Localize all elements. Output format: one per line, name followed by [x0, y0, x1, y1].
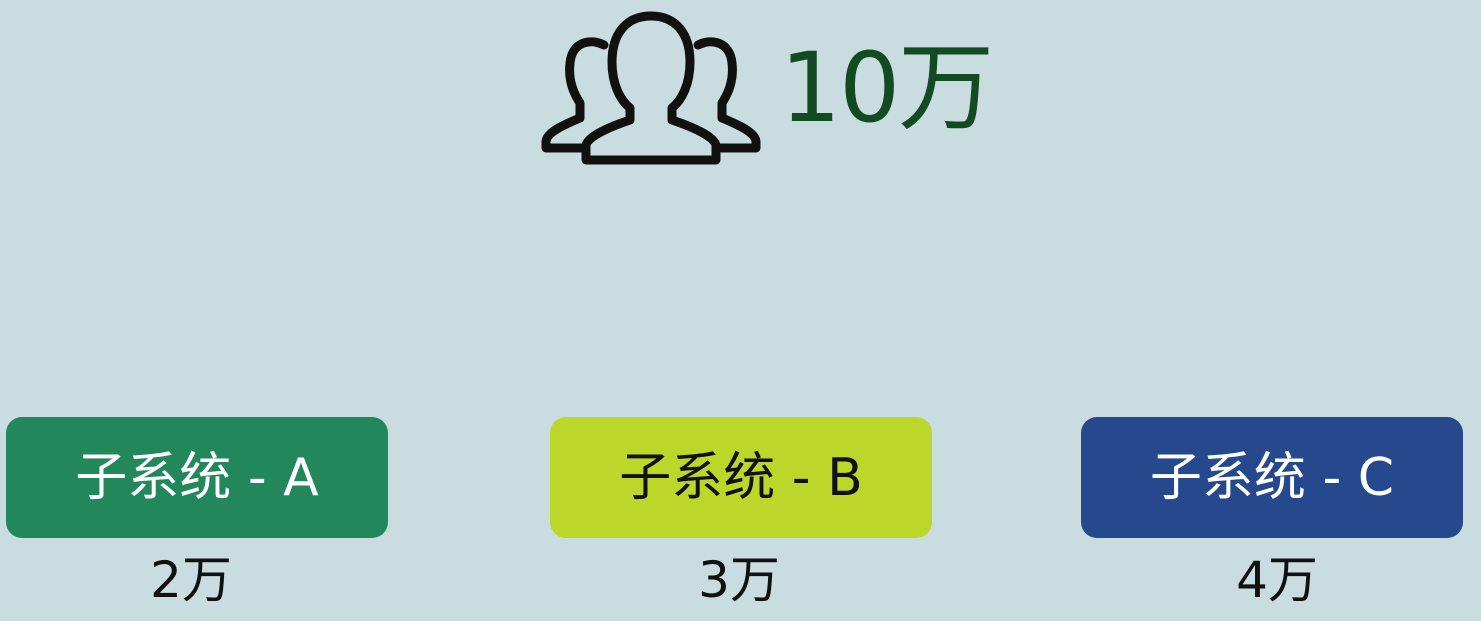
total-users-value: 10万 [780, 32, 994, 144]
subsystem-c-count: 4万 [1236, 551, 1318, 609]
subsystem-b-box: 子系统 - B [550, 417, 932, 538]
subsystem-b-label: 子系统 - B [619, 447, 863, 508]
subsystem-a-label: 子系统 - A [75, 447, 319, 508]
subsystem-a-box: 子系统 - A [6, 417, 388, 538]
subsystem-a-count: 2万 [150, 551, 232, 609]
users-group-icon [541, 11, 761, 165]
subsystem-b-count: 3万 [698, 551, 780, 609]
subsystem-c-label: 子系统 - C [1149, 447, 1395, 508]
subsystem-c-box: 子系统 - C [1081, 417, 1463, 538]
